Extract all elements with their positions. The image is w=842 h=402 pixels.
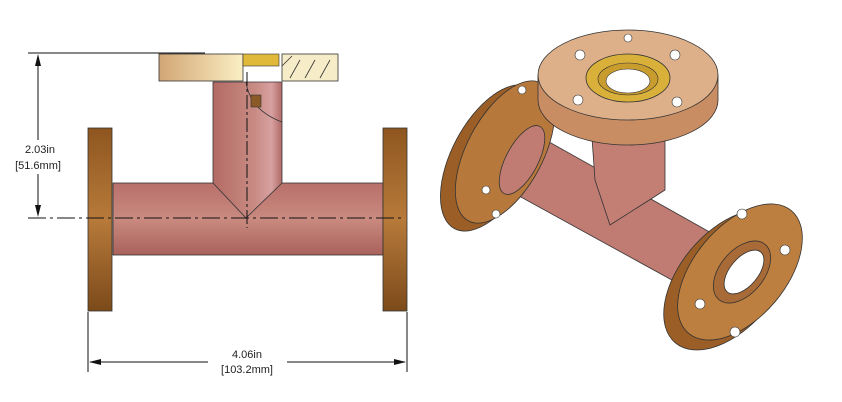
top-flange bbox=[158, 53, 244, 82]
arrow-right bbox=[394, 359, 406, 365]
isometric-view bbox=[440, 29, 803, 351]
section-detail bbox=[250, 94, 262, 108]
gasket bbox=[242, 53, 280, 67]
top-flange-section bbox=[281, 53, 339, 82]
front-view: 2.03in [51.6mm] 4.06in [103.2mm] bbox=[8, 52, 408, 376]
height-mm: [51.6mm] bbox=[15, 160, 61, 172]
left-flange bbox=[87, 127, 113, 312]
arrow-left bbox=[89, 359, 101, 365]
right-flange bbox=[382, 127, 408, 312]
arrow-down bbox=[35, 205, 41, 217]
arrow-up bbox=[35, 54, 41, 66]
height-inches: 2.03in bbox=[25, 144, 55, 156]
width-inches: 4.06in bbox=[232, 349, 262, 361]
width-mm: [103.2mm] bbox=[221, 364, 273, 376]
hatching bbox=[281, 55, 331, 79]
